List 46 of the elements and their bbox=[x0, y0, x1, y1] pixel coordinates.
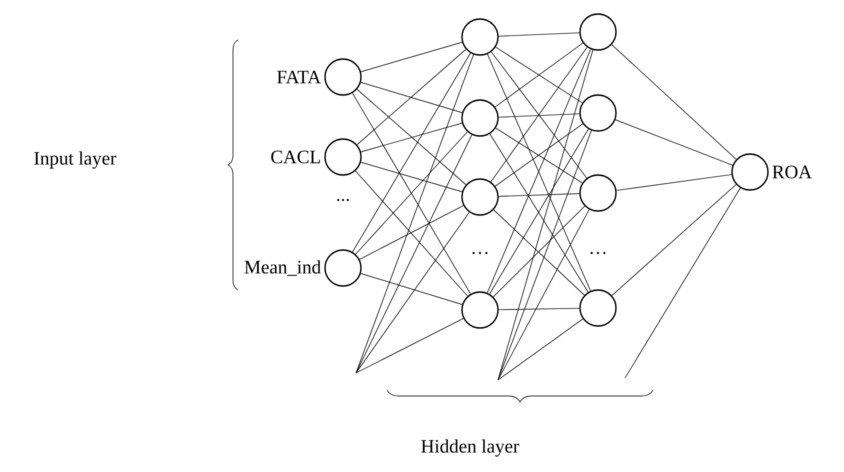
layer-label: Input layer bbox=[34, 151, 116, 169]
connection-line bbox=[624, 188, 741, 378]
connection-line bbox=[612, 184, 736, 296]
connection-line bbox=[611, 44, 737, 160]
connection-line bbox=[352, 52, 471, 252]
node-label: ROA bbox=[772, 166, 812, 178]
neuron-circle bbox=[579, 94, 617, 132]
connection-line bbox=[356, 48, 466, 146]
neuron-circle bbox=[461, 99, 499, 137]
layer-label: Hidden layer bbox=[421, 439, 520, 457]
ellipsis: ... bbox=[337, 198, 349, 202]
connection-line bbox=[356, 212, 470, 374]
node-label: Mean_ind bbox=[244, 260, 321, 276]
ellipsis: … bbox=[590, 252, 606, 254]
connection-line bbox=[360, 82, 462, 113]
connection-line bbox=[498, 308, 580, 310]
neuron-circle bbox=[461, 291, 499, 329]
connection-line bbox=[356, 54, 474, 374]
node-label: FATA bbox=[277, 70, 321, 84]
connection-line bbox=[359, 205, 464, 260]
neuron-circle bbox=[579, 174, 617, 212]
connection-line bbox=[498, 113, 580, 118]
connection-line bbox=[498, 193, 580, 197]
neuron-circle bbox=[579, 289, 617, 327]
connection-line bbox=[360, 273, 462, 305]
connection-line bbox=[498, 209, 590, 380]
connection-line bbox=[498, 50, 594, 380]
connection-line bbox=[360, 42, 462, 72]
node-label: CACL bbox=[271, 150, 320, 164]
neuron-circle bbox=[461, 18, 499, 56]
connection-line bbox=[498, 130, 592, 380]
connection-line bbox=[498, 32, 580, 37]
connection-line bbox=[360, 162, 462, 192]
connection-line bbox=[356, 88, 466, 186]
connection-line bbox=[498, 318, 584, 380]
connection-line bbox=[360, 122, 462, 152]
connection-line bbox=[356, 318, 464, 374]
connection-line bbox=[355, 131, 468, 255]
connection-line bbox=[615, 119, 733, 166]
connection-line bbox=[352, 92, 471, 294]
neuron-circle bbox=[579, 13, 617, 51]
neuron-circle bbox=[461, 178, 499, 216]
connection-line bbox=[616, 174, 732, 191]
ellipsis: … bbox=[472, 252, 488, 254]
connection-line bbox=[356, 134, 472, 374]
connection-line bbox=[355, 170, 468, 296]
